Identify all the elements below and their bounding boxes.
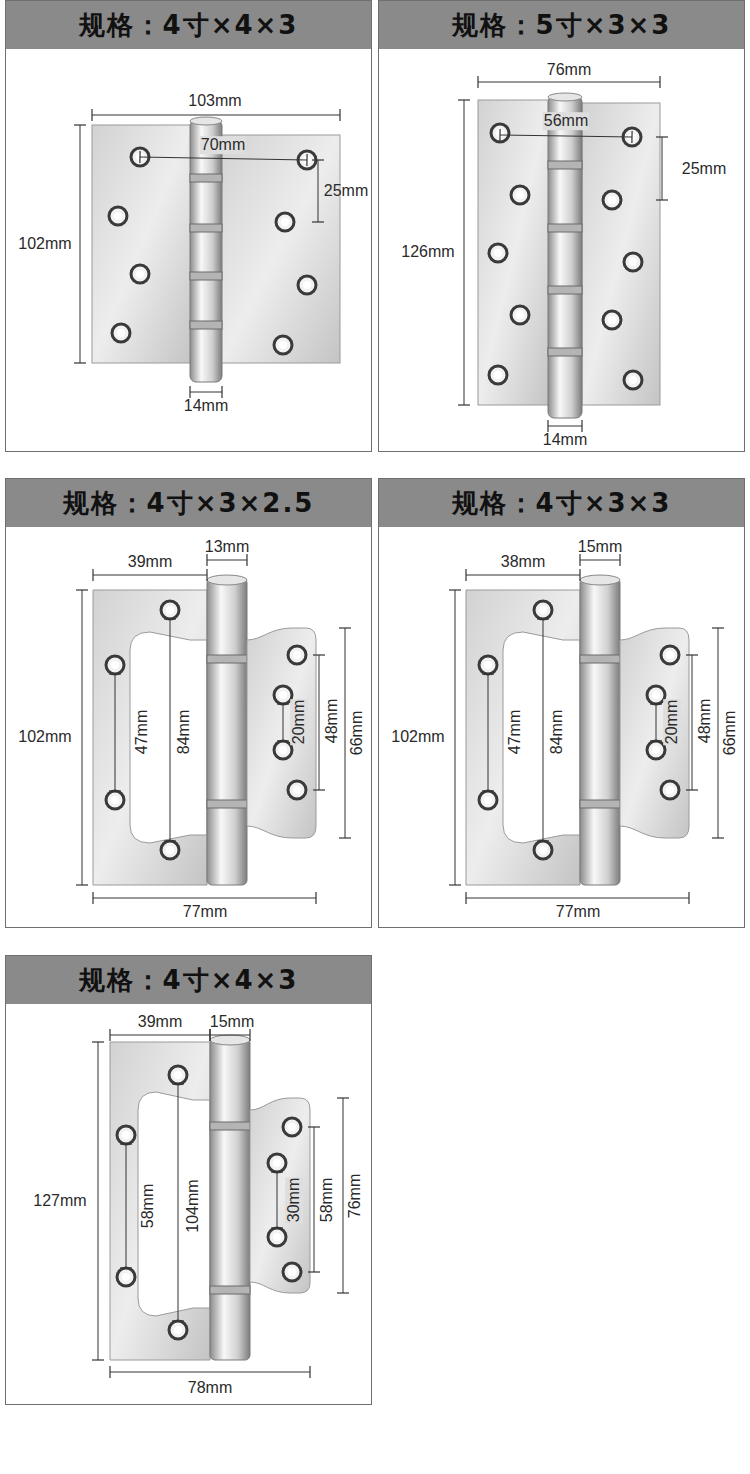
butterfly-hinge (98, 1035, 343, 1372)
dimension-label: 70mm (200, 136, 246, 154)
dimension-label: 58mm (139, 1183, 157, 1229)
dimension-label: 84mm (548, 709, 566, 755)
dimension-label: 39mm (127, 553, 173, 571)
spec-title: 规格：4寸×3×3 (452, 486, 672, 521)
dimension-label: 30mm (285, 1177, 303, 1223)
dimension-label: 102mm (390, 728, 445, 746)
butterfly-hinge (455, 560, 718, 898)
spec-header-bar: 规格：4寸×3×3 (379, 479, 744, 527)
dimension-label: 47mm (506, 709, 524, 755)
dimension-label: 15mm (209, 1013, 255, 1031)
dimension-label: 25mm (323, 182, 369, 200)
spec-title: 规格：4寸×4×3 (79, 8, 299, 43)
spec-title: 规格：5寸×3×3 (452, 8, 672, 43)
dimension-label: 25mm (681, 160, 727, 178)
dimension-label: 38mm (500, 553, 546, 571)
spec-panel: 规格：4寸×3×2.5 (5, 478, 372, 928)
dimension-label: 102mm (17, 235, 72, 253)
dimension-label: 15mm (577, 538, 623, 556)
spec-title: 规格：4寸×4×3 (79, 963, 299, 998)
dimension-label: 20mm (290, 699, 308, 745)
dimension-label: 14mm (183, 397, 229, 415)
dimension-label: 76mm (346, 1173, 364, 1219)
spec-panel: 规格：4寸×4×3 (5, 0, 372, 452)
butt-hinge (80, 115, 340, 392)
spec-header-bar: 规格：4寸×4×3 (6, 956, 371, 1004)
spec-header-bar: 规格：5寸×3×3 (379, 1, 744, 49)
dimension-label: 127mm (32, 1192, 87, 1210)
dimension-label: 48mm (696, 698, 714, 744)
dimension-label: 66mm (721, 710, 739, 756)
dimension-label: 56mm (543, 112, 589, 130)
dimension-label: 103mm (187, 92, 242, 110)
dimension-label: 84mm (175, 709, 193, 755)
dimension-label: 76mm (546, 61, 592, 79)
spec-title: 规格：4寸×3×2.5 (63, 486, 315, 521)
butterfly-hinge (82, 560, 345, 898)
dimension-label: 48mm (323, 698, 341, 744)
dimension-label: 78mm (187, 1379, 233, 1397)
dimension-label: 20mm (663, 699, 681, 745)
dimension-label: 77mm (182, 903, 228, 921)
butt-hinge (464, 82, 662, 426)
spec-panel: 规格：4寸×3×3 (378, 478, 745, 928)
dimension-label: 39mm (137, 1013, 183, 1031)
dimension-label: 58mm (318, 1177, 336, 1223)
dimension-label: 126mm (400, 243, 455, 261)
spec-header-bar: 规格：4寸×4×3 (6, 1, 371, 49)
spec-header-bar: 规格：4寸×3×2.5 (6, 479, 371, 527)
dimension-label: 14mm (542, 431, 588, 449)
dimension-label: 102mm (17, 728, 72, 746)
dimension-label: 13mm (204, 538, 250, 556)
dimension-label: 66mm (348, 710, 366, 756)
dimension-label: 104mm (184, 1178, 202, 1233)
dimension-label: 47mm (133, 709, 151, 755)
dimension-label: 77mm (555, 903, 601, 921)
